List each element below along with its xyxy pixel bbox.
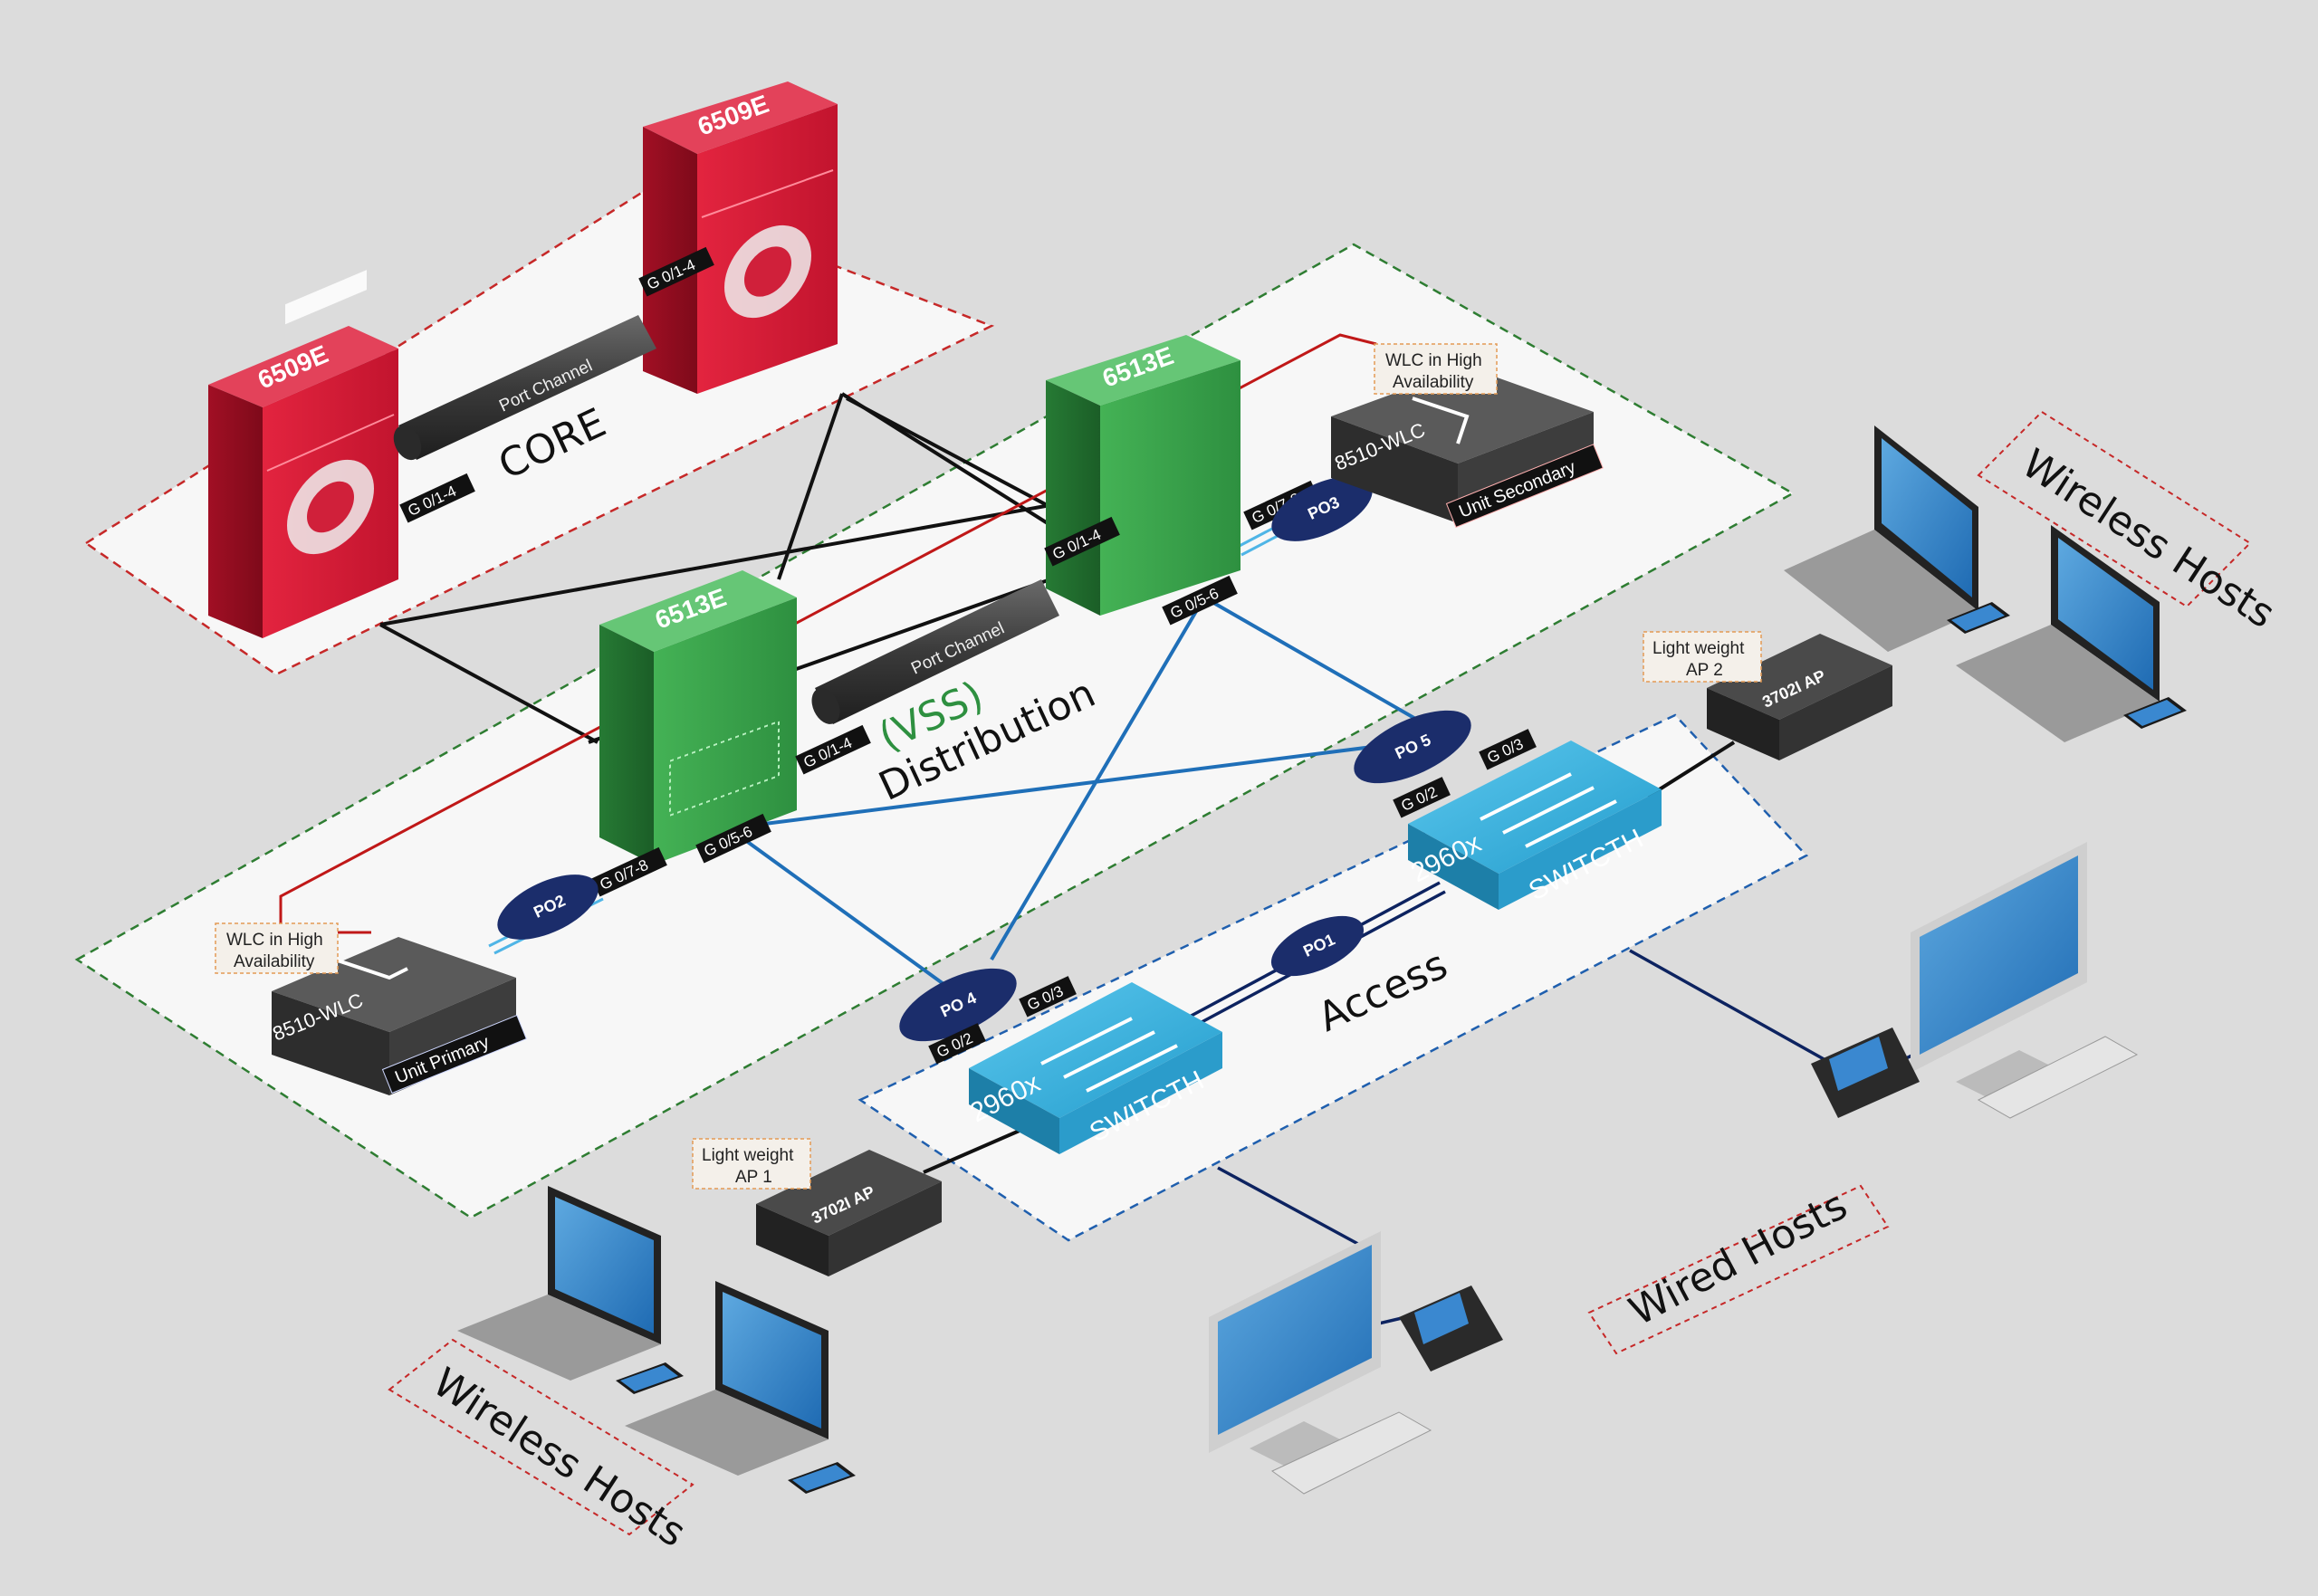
dist-access-links bbox=[727, 596, 1450, 998]
dist-switch-right[interactable]: 6513E bbox=[1046, 335, 1240, 616]
ap2[interactable]: 3702I AP bbox=[1707, 634, 1892, 760]
tablet-bottom-1 bbox=[616, 1362, 684, 1394]
laptop-bottom-2 bbox=[625, 1281, 829, 1476]
svg-text:WLC in High: WLC in High bbox=[226, 931, 323, 950]
svg-text:Wired Hosts: Wired Hosts bbox=[1622, 1182, 1854, 1335]
ap2-callout: Light weight AP 2 bbox=[1643, 631, 1762, 683]
svg-text:Wireless Hosts: Wireless Hosts bbox=[425, 1359, 694, 1556]
ip-phone-right bbox=[1811, 1027, 1920, 1118]
wlc-primary[interactable]: 8510-WLC Unit Primary bbox=[270, 937, 527, 1095]
core-switch-left[interactable]: 6509E bbox=[208, 270, 398, 638]
dist-switch-left[interactable]: 6513E bbox=[599, 570, 797, 865]
svg-text:AP 2: AP 2 bbox=[1686, 661, 1723, 680]
wlc-secondary-callout: WLC in High Availability bbox=[1374, 343, 1498, 395]
ap1-callout: Light weight AP 1 bbox=[692, 1138, 811, 1190]
svg-text:Availability: Availability bbox=[1393, 373, 1474, 392]
po3-oval: PO3 bbox=[1271, 476, 1373, 541]
po4-oval: PO 4 bbox=[899, 968, 1017, 1042]
po1-oval: PO1 bbox=[1270, 915, 1365, 977]
svg-text:WLC in High: WLC in High bbox=[1385, 351, 1482, 370]
laptop-top-1 bbox=[1784, 425, 1978, 652]
laptop-bottom-1 bbox=[457, 1186, 661, 1381]
wlc-secondary[interactable]: 8510-WLC Unit Secondary bbox=[1331, 367, 1604, 529]
tablet-bottom-2 bbox=[788, 1462, 856, 1494]
ip-phone-bottom bbox=[1399, 1285, 1503, 1371]
desktop-bottom bbox=[1209, 1231, 1432, 1495]
svg-text:Availability: Availability bbox=[234, 952, 315, 971]
po5-oval: PO 5 bbox=[1354, 710, 1471, 784]
access-switch-left[interactable]: 2960x SWITCTH bbox=[965, 982, 1222, 1154]
access-switch-right[interactable]: 2960x SWITCTH bbox=[1406, 741, 1662, 910]
laptop-top-2 bbox=[1956, 525, 2160, 742]
svg-text:Light weight: Light weight bbox=[702, 1146, 794, 1165]
wired-hosts-box: Wired Hosts bbox=[1587, 1182, 1890, 1355]
wlc-primary-callout: WLC in High Availability bbox=[215, 922, 339, 974]
ap1[interactable]: 3702I AP bbox=[756, 1150, 942, 1276]
svg-text:Light weight: Light weight bbox=[1652, 639, 1745, 658]
tablet-top-1 bbox=[1947, 602, 2010, 634]
svg-text:AP 1: AP 1 bbox=[735, 1168, 772, 1187]
desktop-right bbox=[1911, 842, 2139, 1119]
tablet-top-2 bbox=[2123, 697, 2187, 729]
po2-oval: PO2 bbox=[497, 874, 599, 940]
ap-links bbox=[923, 741, 1736, 1174]
core-switch-right[interactable]: 6509E bbox=[643, 81, 838, 394]
